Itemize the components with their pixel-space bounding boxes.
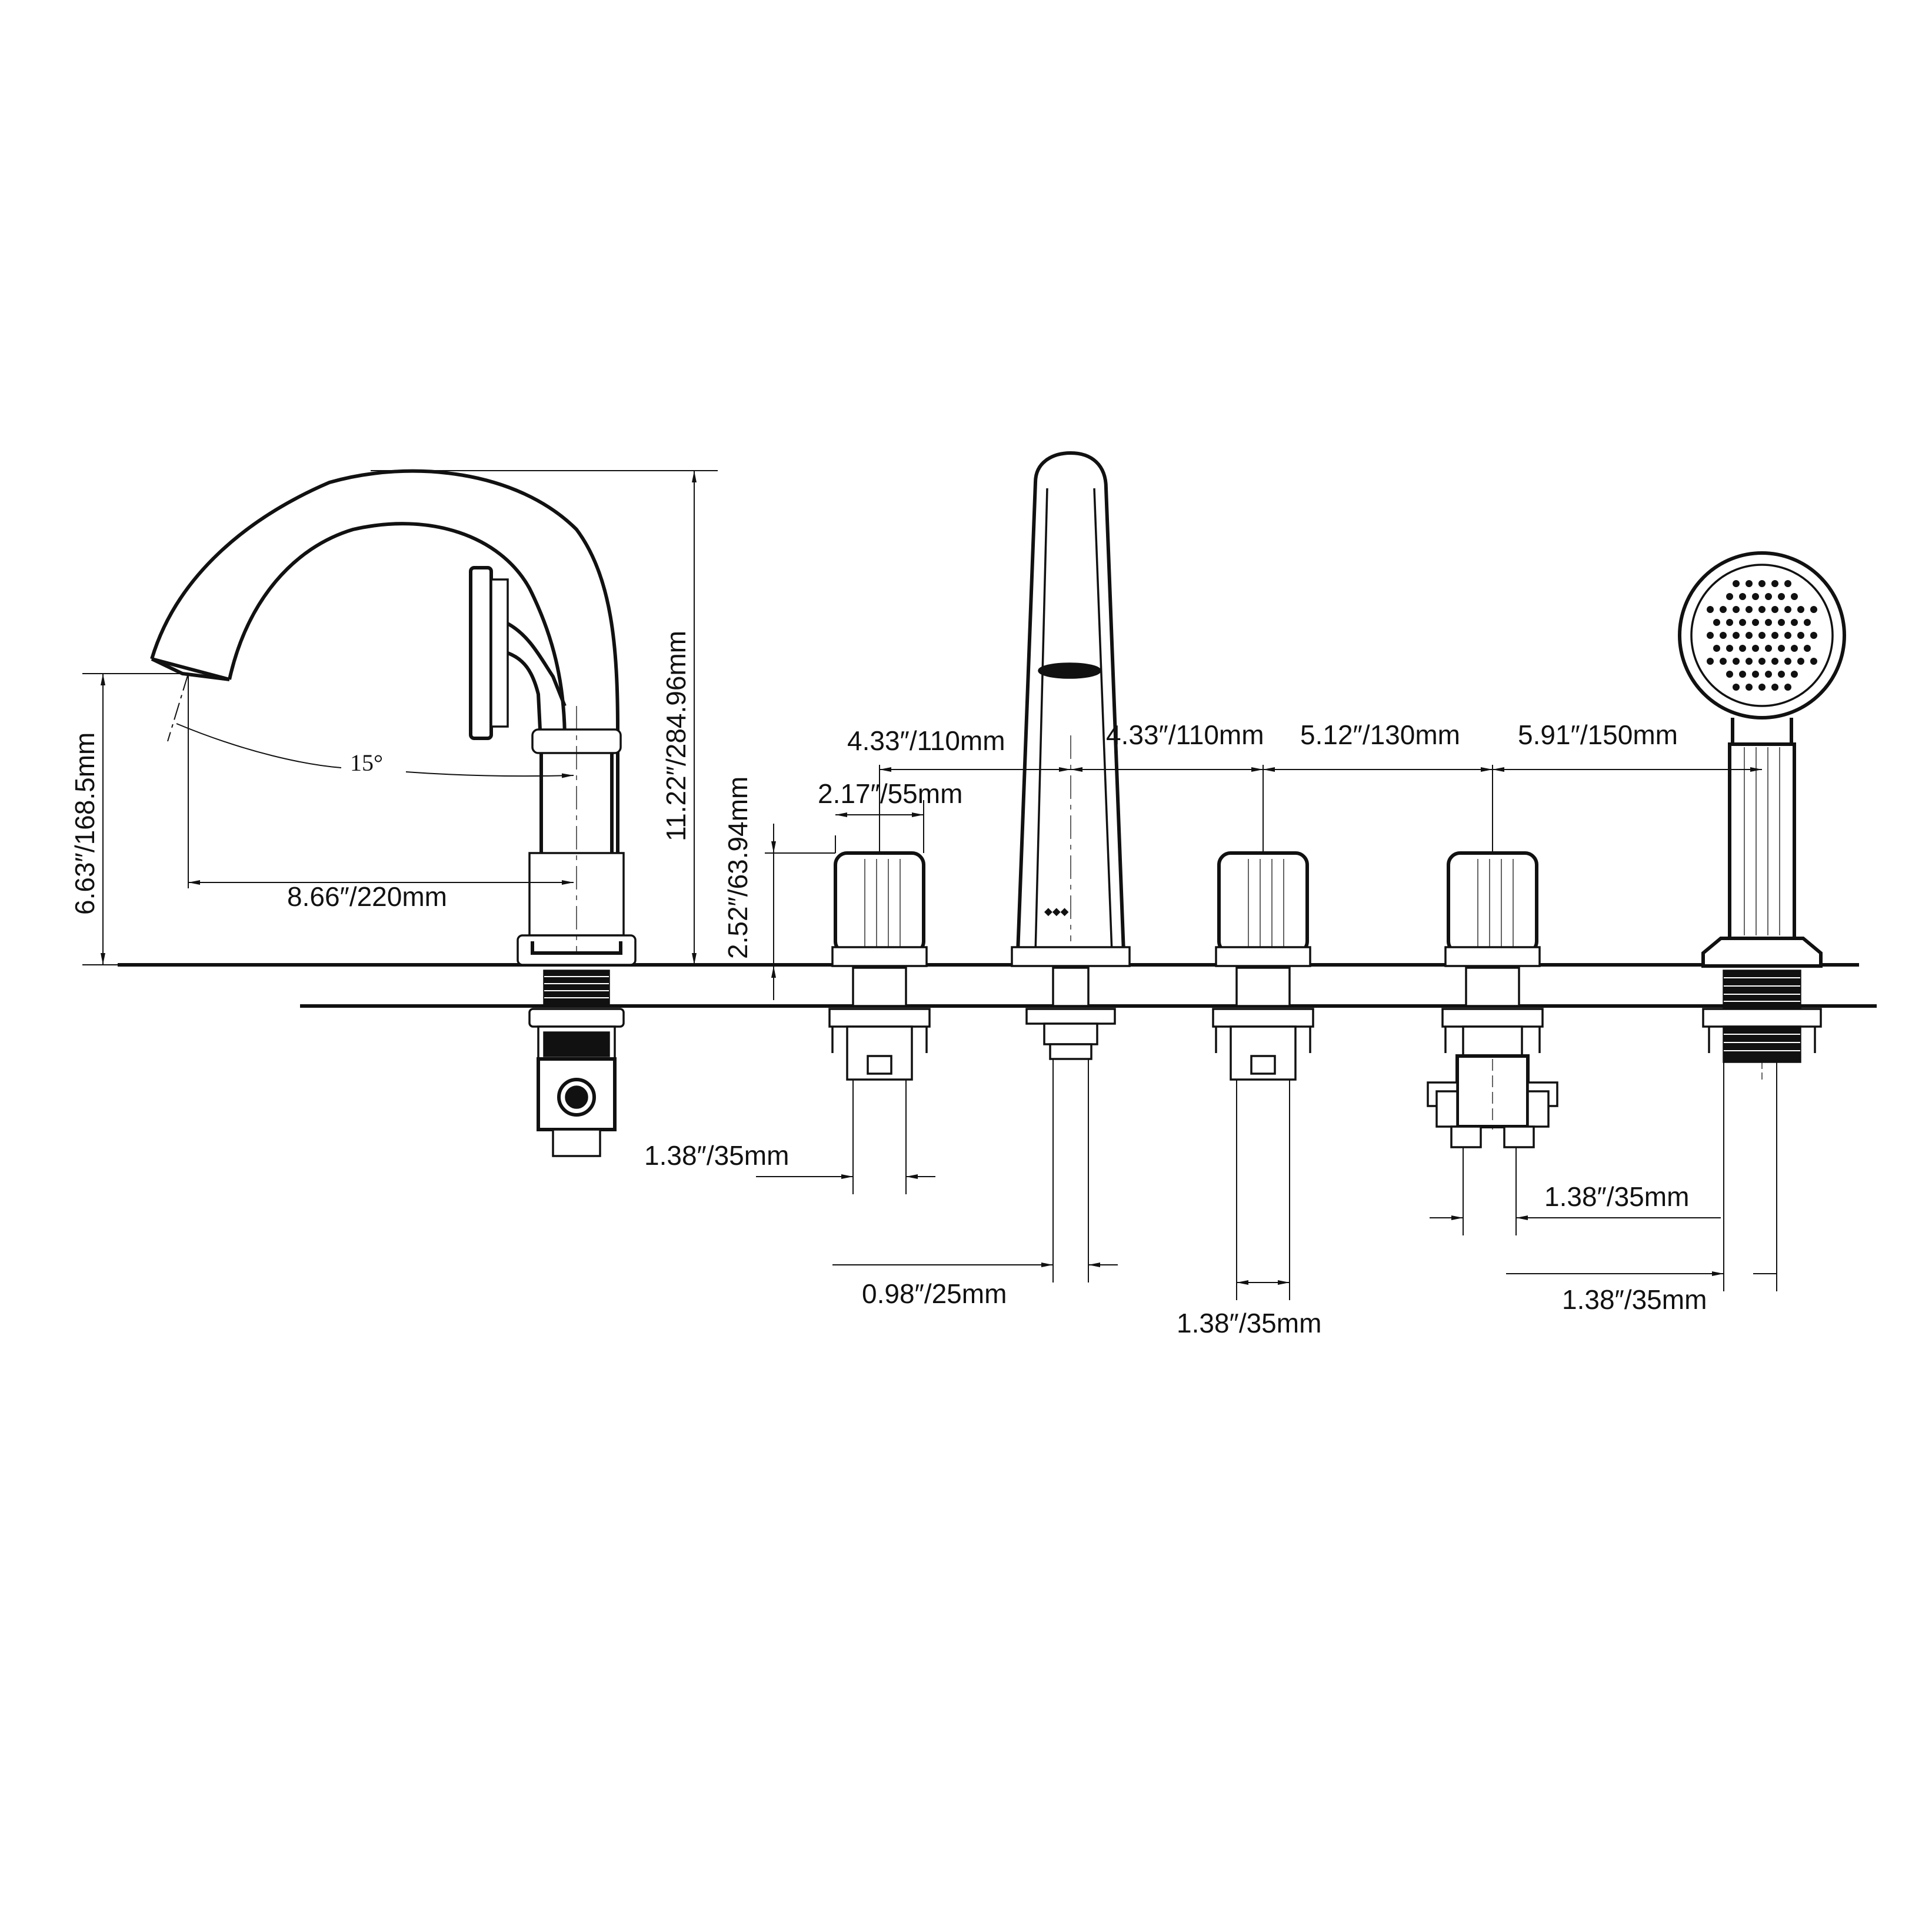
spray-nozzle-dot bbox=[1797, 658, 1804, 665]
spray-nozzle-dot bbox=[1726, 593, 1733, 600]
spray-nozzle-dot bbox=[1726, 671, 1733, 678]
spray-nozzle-dot bbox=[1739, 593, 1746, 600]
spray-nozzle-dot bbox=[1752, 671, 1759, 678]
spray-nozzle-dot bbox=[1726, 619, 1733, 626]
spray-nozzle-dot bbox=[1733, 606, 1740, 613]
spray-nozzle-dot bbox=[1778, 671, 1785, 678]
logo-mark: ◆◆◆ bbox=[1044, 905, 1069, 917]
spray-nozzle-dot bbox=[1797, 632, 1804, 639]
sprayer-shank-label: 1.38″/35mm bbox=[1562, 1284, 1707, 1315]
spray-nozzle-dot bbox=[1810, 606, 1817, 613]
spray-nozzle-dot bbox=[1784, 580, 1791, 587]
spray-nozzle-dot bbox=[1791, 593, 1798, 600]
spray-nozzle-dot bbox=[1720, 658, 1727, 665]
spray-nozzle-dot bbox=[1758, 580, 1766, 587]
spray-nozzle-dot bbox=[1784, 632, 1791, 639]
handle-middle bbox=[1212, 851, 1314, 1081]
spray-nozzle-dot bbox=[1804, 645, 1811, 652]
spray-nozzle-dot bbox=[1771, 606, 1778, 613]
spray-nozzle-dot bbox=[1746, 580, 1753, 587]
spray-nozzle-dot bbox=[1778, 593, 1785, 600]
spray-nozzle-dot bbox=[1739, 645, 1746, 652]
spray-nozzle-dot bbox=[1758, 606, 1766, 613]
spray-nozzle-dot bbox=[1733, 580, 1740, 587]
spray-nozzle-dot bbox=[1771, 632, 1778, 639]
spray-nozzle-dot bbox=[1707, 606, 1714, 613]
spray-nozzle-dot bbox=[1765, 593, 1772, 600]
spray-nozzle-dot bbox=[1739, 671, 1746, 678]
spray-nozzle-dot bbox=[1707, 632, 1714, 639]
spacing-3-label: 5.12″/130mm bbox=[1300, 719, 1460, 750]
diverter-shank-label: 1.38″/35mm bbox=[1544, 1181, 1689, 1212]
spray-nozzle-dot bbox=[1784, 684, 1791, 691]
dimension-lines bbox=[82, 470, 1777, 1300]
spray-nozzle-dot bbox=[1810, 632, 1817, 639]
spray-nozzle-dot bbox=[1713, 619, 1720, 626]
spray-nozzle-dot bbox=[1778, 645, 1785, 652]
dimension-labels: 15° 8.66″/220mm 6.63″/168.5mm 11.22″/284… bbox=[69, 631, 1707, 1338]
spray-nozzle-dot bbox=[1758, 632, 1766, 639]
handle-height-label: 2.52″/63.94mm bbox=[722, 777, 753, 959]
spray-nozzles bbox=[1707, 580, 1817, 691]
spacing-1-label: 4.33″/110mm bbox=[847, 725, 1005, 756]
spray-nozzle-dot bbox=[1758, 658, 1766, 665]
spray-nozzle-dot bbox=[1804, 619, 1811, 626]
spray-nozzle-dot bbox=[1791, 645, 1798, 652]
spray-nozzle-dot bbox=[1746, 684, 1753, 691]
spray-nozzle-dot bbox=[1733, 684, 1740, 691]
spout-shank-label: 0.98″/25mm bbox=[862, 1278, 1007, 1309]
spray-nozzle-dot bbox=[1746, 606, 1753, 613]
spray-nozzle-dot bbox=[1739, 619, 1746, 626]
handle-diverter bbox=[1427, 851, 1558, 1148]
spray-nozzle-dot bbox=[1752, 645, 1759, 652]
spray-nozzle-dot bbox=[1778, 619, 1785, 626]
spray-nozzle-dot bbox=[1771, 684, 1778, 691]
spray-nozzle-dot bbox=[1771, 658, 1778, 665]
spray-nozzle-dot bbox=[1784, 658, 1791, 665]
spray-nozzle-dot bbox=[1726, 645, 1733, 652]
handle-width-label: 2.17″/55mm bbox=[818, 778, 962, 809]
spray-nozzle-dot bbox=[1758, 684, 1766, 691]
spray-nozzle-dot bbox=[1733, 632, 1740, 639]
handle-left bbox=[828, 851, 931, 1081]
spray-nozzle-dot bbox=[1746, 658, 1753, 665]
deck-surface bbox=[118, 963, 1877, 1008]
spray-nozzle-dot bbox=[1810, 658, 1817, 665]
spray-nozzle-dot bbox=[1752, 619, 1759, 626]
overall-height-label: 11.22″/284.96mm bbox=[661, 631, 691, 841]
angle-label: 15° bbox=[350, 750, 383, 776]
spout-reach-label: 8.66″/220mm bbox=[287, 881, 447, 912]
spray-nozzle-dot bbox=[1791, 619, 1798, 626]
spray-nozzle-dot bbox=[1720, 606, 1727, 613]
spray-nozzle-dot bbox=[1733, 658, 1740, 665]
tub-spout bbox=[150, 469, 637, 1157]
handle-shank-2-label: 1.38″/35mm bbox=[1177, 1308, 1321, 1338]
spray-nozzle-dot bbox=[1713, 645, 1720, 652]
handle-shank-label: 1.38″/35mm bbox=[644, 1140, 789, 1171]
spray-nozzle-dot bbox=[1752, 593, 1759, 600]
spray-nozzle-dot bbox=[1765, 619, 1772, 626]
spray-nozzle-dot bbox=[1765, 671, 1772, 678]
spacing-4-label: 5.91″/150mm bbox=[1518, 719, 1678, 750]
spray-nozzle-dot bbox=[1784, 606, 1791, 613]
spray-nozzle-dot bbox=[1746, 632, 1753, 639]
spray-nozzle-dot bbox=[1791, 671, 1798, 678]
spray-nozzle-dot bbox=[1797, 606, 1804, 613]
spray-nozzle-dot bbox=[1771, 580, 1778, 587]
spout-height-label: 6.63″/168.5mm bbox=[69, 732, 100, 915]
spout-center: ◆◆◆ bbox=[1011, 451, 1131, 1060]
spray-nozzle-dot bbox=[1707, 658, 1714, 665]
spacing-2-label: 4.33″/110mm bbox=[1106, 719, 1264, 750]
spray-nozzle-dot bbox=[1765, 645, 1772, 652]
spray-nozzle-dot bbox=[1720, 632, 1727, 639]
hand-shower bbox=[1678, 551, 1846, 1082]
